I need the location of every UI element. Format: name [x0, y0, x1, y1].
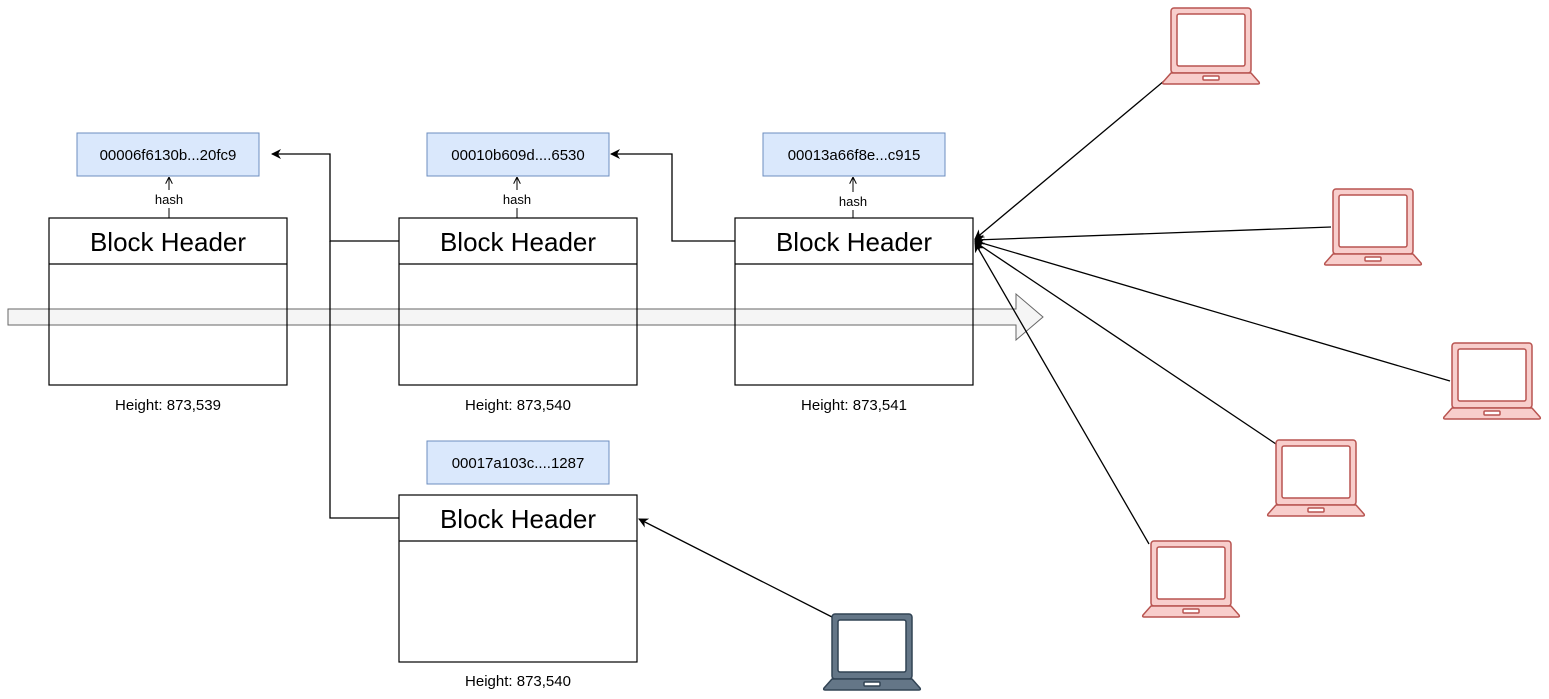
laptop-icon [1141, 540, 1241, 618]
block-1-hash-box [76, 132, 260, 177]
block-2-hash: 00010b609d....6530 [451, 147, 584, 164]
peer-link-2 [974, 226, 1332, 245]
block-1: Block Header Height: 873,539 00006f6130b… [48, 132, 288, 414]
block-2-body [398, 217, 638, 386]
block-4-height: Height: 873,540 [465, 673, 571, 690]
block-3-height: Height: 873,541 [801, 397, 907, 414]
block-2-height: Height: 873,540 [465, 397, 571, 414]
link-block4-to-block1 [329, 241, 399, 519]
block-1-header: Block Header [90, 227, 246, 257]
link-block3-to-block2 [610, 149, 735, 242]
block-4-fork: Block Header Height: 873,540 00017a103c.… [398, 440, 638, 690]
peer-link-3 [974, 238, 1451, 382]
block-4-header: Block Header [440, 504, 596, 534]
block-2-header: Block Header [440, 227, 596, 257]
laptop-icon [1266, 439, 1366, 517]
block-3-hash-label: hash [839, 194, 867, 209]
block-4-body [398, 494, 638, 663]
block-2-hash-box [426, 132, 610, 177]
block-4-hash: 00017a103c....1287 [452, 455, 585, 472]
peer-link-4 [974, 241, 1277, 445]
block-2: Block Header Height: 873,540 00010b609d.… [398, 132, 638, 414]
block-1-body [48, 217, 288, 386]
block-3: Block Header Height: 873,541 00013a66f8e… [734, 132, 974, 414]
block-2-hash-label: hash [503, 192, 531, 207]
peer-link-5 [974, 242, 1150, 545]
laptop-icon [1161, 7, 1261, 85]
block-3-hash: 00013a66f8e...c915 [788, 147, 921, 164]
block-3-body [734, 217, 974, 386]
peer-link-1 [974, 80, 1165, 240]
laptop-icon [1323, 188, 1423, 266]
block-1-hash-label: hash [155, 192, 183, 207]
block-3-header: Block Header [776, 227, 932, 257]
block-4-hash-box [426, 440, 610, 485]
miner-link [638, 518, 833, 618]
laptop-icon [822, 613, 922, 691]
laptop-icon [1442, 342, 1542, 420]
timeline-arrow [7, 292, 1044, 342]
block-3-hash-box [762, 132, 946, 177]
link-block2-to-block1 [271, 149, 399, 242]
block-1-height: Height: 873,539 [115, 397, 221, 414]
block-1-hash: 00006f6130b...20fc9 [100, 147, 237, 164]
